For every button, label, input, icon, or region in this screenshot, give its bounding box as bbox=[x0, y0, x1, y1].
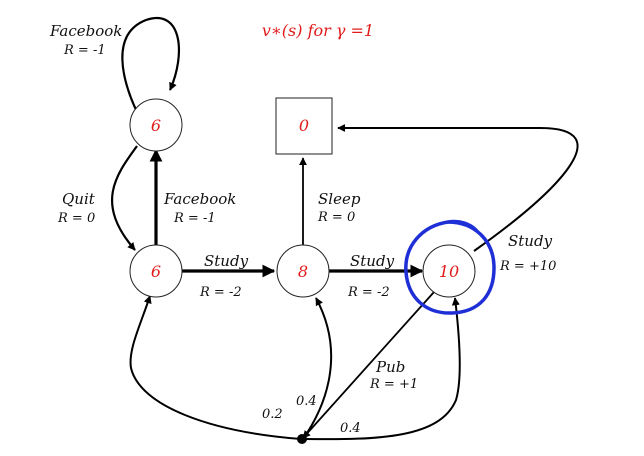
label-quit-reward: R = 0 bbox=[57, 211, 95, 226]
label-study-3: Study bbox=[508, 232, 553, 250]
state-sleep bbox=[275, 97, 333, 155]
state-class3-value: 10 bbox=[439, 262, 459, 281]
prob-to-c1: 0.2 bbox=[262, 407, 283, 422]
label-study-2: Study bbox=[350, 252, 395, 270]
label-facebook-loop: Facebook bbox=[49, 22, 122, 40]
highlight-circle bbox=[404, 219, 496, 315]
label-sleep: Sleep bbox=[318, 190, 361, 208]
label-sleep-reward: R = 0 bbox=[317, 210, 355, 225]
edge-study-3 bbox=[337, 124, 579, 252]
edge-quit bbox=[110, 145, 138, 251]
label-study-3-reward: R = +10 bbox=[499, 259, 556, 274]
edge-chance-to-c3 bbox=[304, 297, 461, 441]
label-study-2-reward: R = -2 bbox=[347, 285, 390, 300]
label-quit: Quit bbox=[62, 190, 96, 208]
state-sleep-value: 0 bbox=[299, 116, 309, 135]
edge-facebook-loop bbox=[121, 17, 180, 113]
label-study-1: Study bbox=[204, 252, 249, 270]
state-class3 bbox=[422, 244, 476, 298]
state-facebook-value: 6 bbox=[151, 116, 161, 135]
label-facebook-up-reward: R = -1 bbox=[173, 211, 216, 226]
state-class1-value: 6 bbox=[151, 262, 161, 281]
state-class1 bbox=[129, 244, 183, 298]
edge-chance-to-c2 bbox=[302, 297, 333, 440]
label-study-1-reward: R = -2 bbox=[199, 285, 242, 300]
chance-node bbox=[297, 434, 307, 444]
edge-pub bbox=[302, 291, 435, 439]
state-class2 bbox=[276, 244, 330, 298]
edge-chance-to-c1 bbox=[129, 295, 302, 440]
state-class2-value: 8 bbox=[298, 262, 308, 281]
prob-to-c2: 0.4 bbox=[296, 394, 317, 409]
label-facebook-loop-reward: R = -1 bbox=[63, 43, 106, 58]
label-pub: Pub bbox=[375, 358, 405, 376]
prob-to-c3: 0.4 bbox=[340, 421, 361, 436]
state-facebook bbox=[129, 98, 183, 152]
diagram-title: v∗(s) for γ =1 bbox=[262, 21, 374, 40]
label-pub-reward: R = +1 bbox=[369, 377, 418, 392]
label-facebook-up: Facebook bbox=[163, 190, 236, 208]
